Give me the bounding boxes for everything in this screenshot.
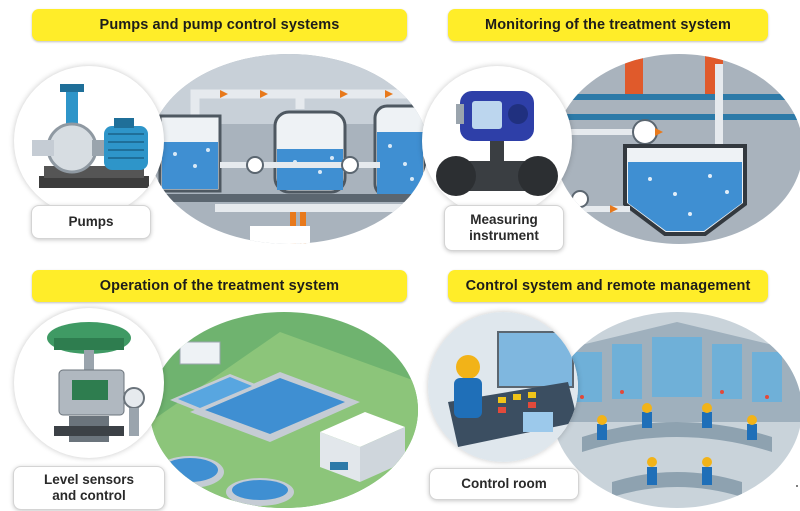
panel-title: Pumps and pump control systems xyxy=(32,9,407,41)
panel-title: Monitoring of the treatment system xyxy=(448,9,768,41)
treatment-tank-scene xyxy=(555,54,800,244)
control-room-label: Control room xyxy=(429,468,579,500)
panel-title: Operation of the treatment system xyxy=(32,270,407,302)
measuring-instrument-label: Measuring instrument xyxy=(444,205,564,251)
pumps-label: Pumps xyxy=(31,205,151,239)
control-valve-icon xyxy=(47,322,145,442)
control-room-illustration xyxy=(428,312,578,462)
panel-pumps: Pumps and pump control systems xyxy=(0,0,428,255)
pump-illustration xyxy=(14,66,164,216)
control-room-scene xyxy=(552,312,800,508)
pump-system-scene xyxy=(150,54,428,244)
level-sensor-illustration xyxy=(14,308,164,458)
panel-operation: Operation of the treatment system xyxy=(0,256,418,511)
panel-monitoring: Monitoring of the treatment system xyxy=(400,0,800,255)
measuring-instrument-illustration xyxy=(422,66,572,216)
treatment-plant-scene xyxy=(150,312,418,508)
decorative-dot xyxy=(796,485,798,487)
level-sensors-label: Level sensors and control xyxy=(13,466,165,510)
panel-control: Control system and remote management xyxy=(400,256,800,511)
control-room-icon xyxy=(428,312,578,462)
flow-meter-icon xyxy=(436,91,558,196)
panel-title: Control system and remote management xyxy=(448,270,768,302)
pump-motor-icon xyxy=(32,84,149,188)
